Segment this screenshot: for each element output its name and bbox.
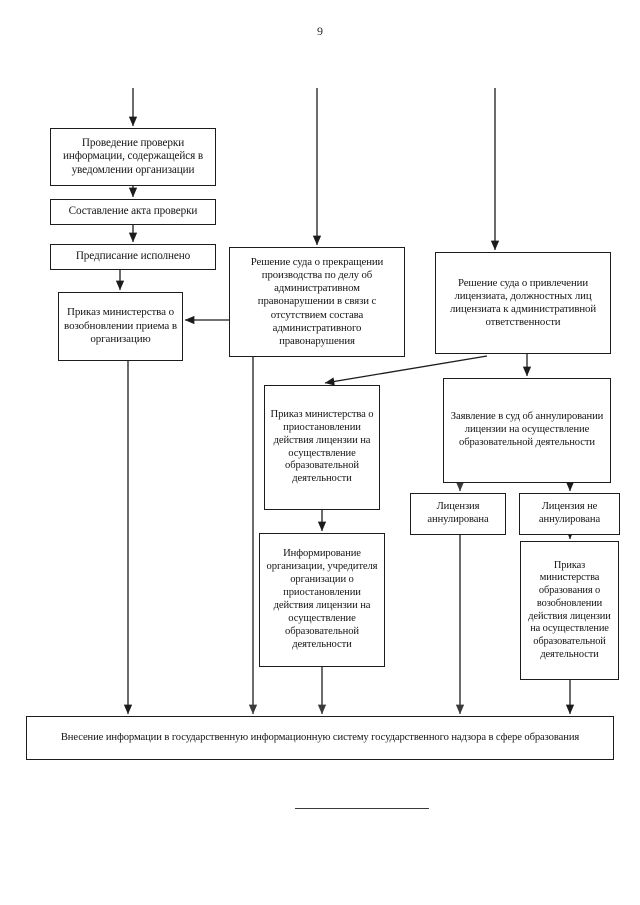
node-label: Решение суда о прекращении производства … [250,255,384,347]
node-label: Лицензия аннулирована [427,501,489,525]
node-label: Информирование организации, учредителя о… [266,548,378,650]
node-restore-license-order: Приказ министерства образования о возобн… [520,541,619,680]
node-label: Составление акта проверки [68,205,198,218]
node-label: Приказ министерства образования о возобн… [528,559,611,660]
node-label: Решение суда о привлечении лицензиата, д… [449,276,596,329]
node-suspend-license-order: Приказ министерства о приостановлении де… [264,385,380,510]
footer-divider [295,808,429,809]
node-label: Приказ министерства о возобновлении прие… [64,306,177,346]
node-register-information: Внесение информации в государственную ин… [26,716,614,760]
node-label: Внесение информации в государственную ин… [60,731,580,743]
node-label: Предписание исполнено [75,250,191,263]
node-order-fulfilled: Предписание исполнено [50,244,216,270]
node-label: Приказ министерства о приостановлении де… [270,408,374,485]
node-label: Лицензия не аннулирована [538,501,601,525]
node-court-termination-decision: Решение суда о прекращении производства … [229,247,405,357]
node-resume-admission-order: Приказ министерства о возобновлении прие… [58,292,183,361]
node-license-annulled: Лицензия аннулирована [410,493,506,535]
page-number: 9 [317,24,323,38]
node-court-liability-decision: Решение суда о привлечении лицензиата, д… [435,252,611,354]
node-court-claim-annulment: Заявление в суд об аннулировании лицензи… [443,378,611,483]
node-inform-organization: Информирование организации, учредителя о… [259,533,385,667]
node-check-information: Проведение проверки информации, содержащ… [50,128,216,186]
node-license-not-annulled: Лицензия не аннулирована [519,493,620,535]
node-label: Заявление в суд об аннулировании лицензи… [450,411,604,448]
node-inspection-act: Составление акта проверки [50,199,216,225]
node-label: Проведение проверки информации, содержащ… [62,136,204,176]
